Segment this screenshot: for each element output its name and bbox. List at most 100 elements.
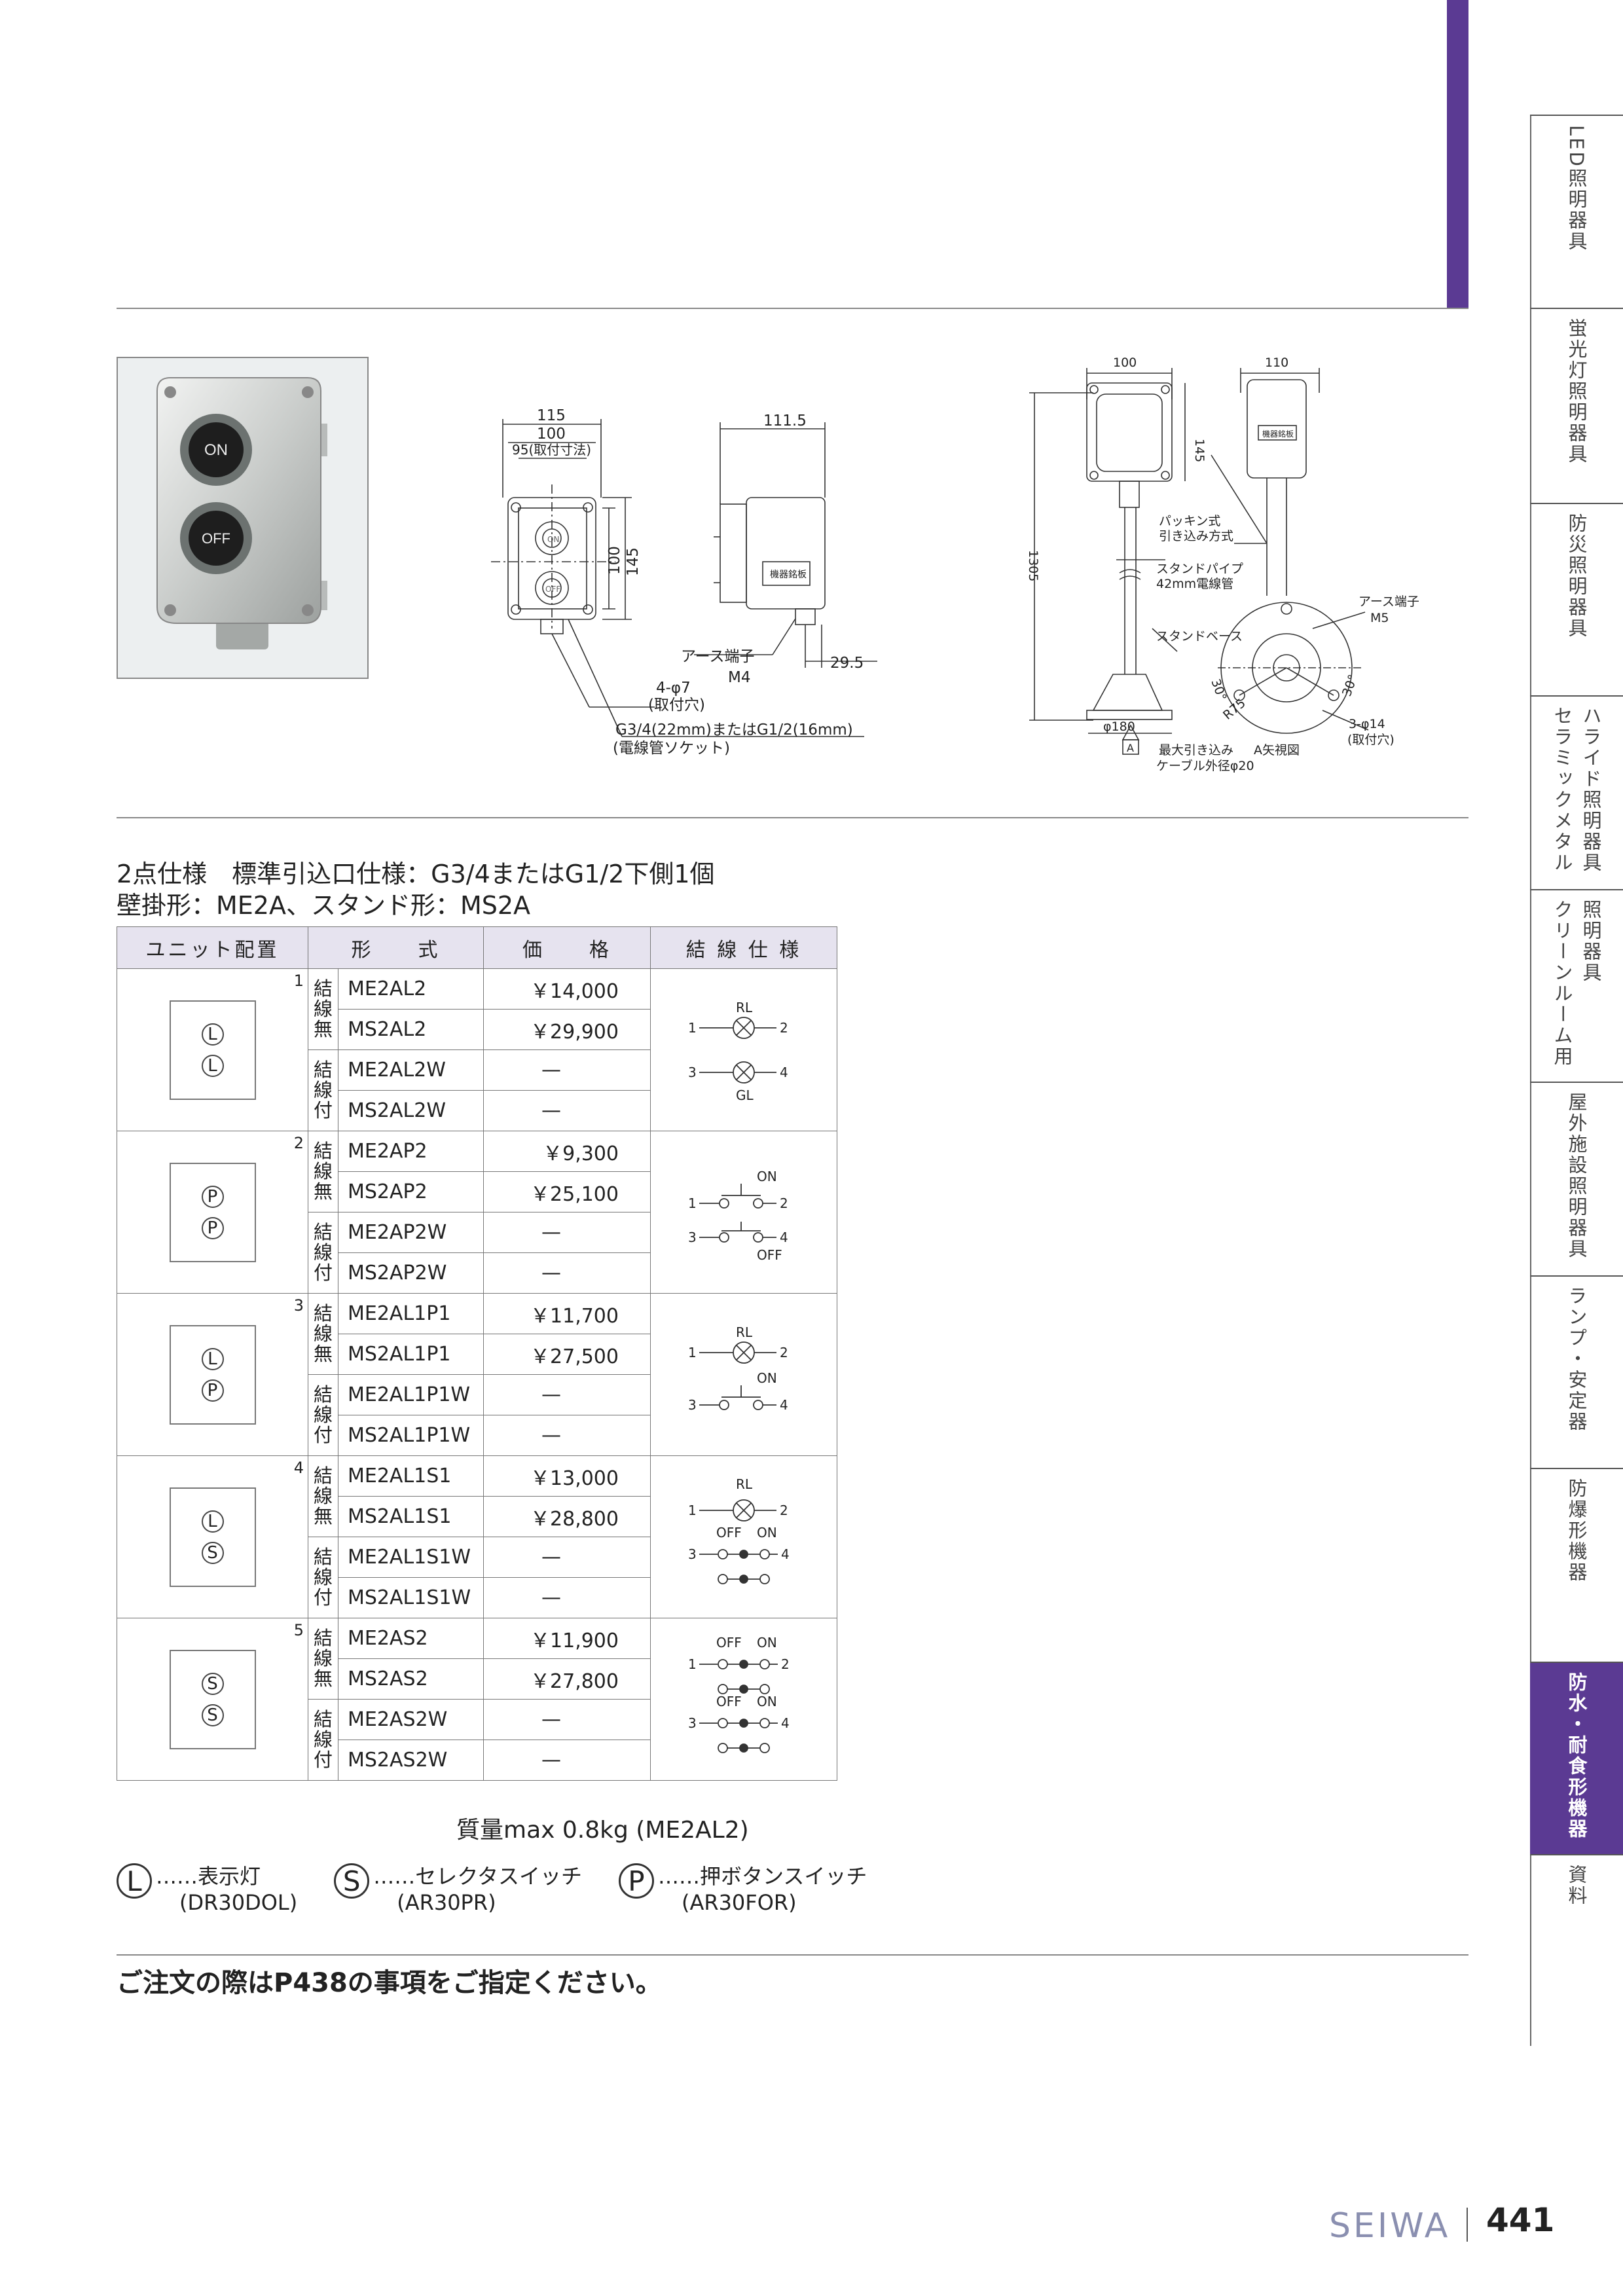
model-cell: MS2AS2W: [338, 1740, 484, 1781]
side-tab-1[interactable]: LED照明器具: [1530, 115, 1623, 308]
price-cell: ￥11,900: [483, 1618, 651, 1659]
contact: [759, 1717, 770, 1728]
wiring-type-cell: 結線無: [308, 1618, 338, 1700]
side-tab-label: 防爆形機器: [1565, 1478, 1588, 1583]
table-row: MS2AP2W—: [117, 1252, 837, 1294]
packing-label-2: 引き込み方式: [1159, 529, 1233, 543]
price-cell: —: [483, 1415, 651, 1456]
side-tab-5[interactable]: クリーンルーム用照明器具: [1530, 889, 1623, 1082]
model-cell: ME2AL1S1W: [338, 1537, 484, 1578]
pushbutton-symbol-icon: P: [618, 1863, 654, 1899]
model-cell: MS2AS2: [338, 1658, 484, 1700]
side-tab-2[interactable]: 蛍光灯照明器具: [1530, 308, 1623, 503]
lamp-cross: [736, 1502, 752, 1518]
stand-dim-1305: 1305: [1026, 550, 1040, 581]
legend-lamp-code: (DR30DOL): [179, 1890, 298, 1915]
terminal-label: 2: [780, 1503, 788, 1518]
terminal-label: 4: [780, 1230, 788, 1245]
terminal-label: 4: [780, 1065, 788, 1080]
model-heading: 壁掛形：ME2A、スタンド形：MS2A: [117, 891, 531, 920]
side-tab-border: [1530, 115, 1531, 2046]
pipe-label: スタンドパイプ: [1156, 562, 1243, 576]
top-rule: [117, 308, 1468, 309]
model-cell: ME2AS2: [338, 1618, 484, 1659]
wiring-type-cell: 結線付: [308, 1699, 338, 1781]
table-row: MS2AL1S1￥28,800: [117, 1496, 837, 1537]
off-label: OFF: [716, 1635, 742, 1650]
on-label: ON: [757, 1635, 777, 1650]
side-tab-label: LED照明器具: [1565, 125, 1588, 252]
side-tab-label: 資料: [1565, 1865, 1588, 1906]
terminal-label: 1: [688, 1020, 697, 1036]
socket: G3/4(22mm)またはG1/2(16mm): [615, 721, 853, 738]
stand-dim-30a: 30°: [1208, 677, 1229, 702]
dimension-drawing-wall: 115 100 95(取付寸法) ON OFF 100 145 111.5 機器…: [491, 407, 877, 757]
stand-dim-r75: R75: [1220, 696, 1249, 723]
stand-nameplate: 機器銘板: [1262, 429, 1294, 439]
legend-pushbutton-code: (AR30FOR): [681, 1890, 797, 1915]
legend-lamp-text: ……表示灯: [156, 1864, 261, 1889]
wiring-type-cell: 結線無: [308, 1131, 338, 1212]
unit-symbol-icon: P: [201, 1216, 224, 1239]
on-label: ON: [757, 1169, 777, 1184]
price-cell: ￥28,800: [483, 1496, 651, 1537]
contact: [718, 1573, 728, 1584]
dim-111-5: 111.5: [763, 412, 807, 429]
off-label: OFF: [716, 1694, 742, 1709]
dimension-drawing-stand: 100 110 145 1305 機器銘板 パッキン式 引き込み方式 スタンドパ…: [1026, 355, 1419, 773]
wiring-type-cell: 結線無: [308, 1455, 338, 1537]
holes-note: (取付穴): [648, 697, 705, 714]
model-cell: ME2AL1P1W: [338, 1374, 484, 1415]
cable-label: 最大引き込み: [1159, 743, 1233, 757]
terminal-label: 1: [688, 1656, 697, 1672]
mass-note: 質量max 0.8kg (ME2AL2): [456, 1817, 749, 1844]
contact: [718, 1742, 728, 1753]
off-label: OFF: [757, 1247, 782, 1263]
earth-size: M4: [728, 669, 750, 686]
contact: [753, 1399, 763, 1410]
dim-100-v: 100: [606, 546, 623, 575]
pipe-label-2: 42mm電線管: [1156, 577, 1233, 591]
side-tab-9[interactable]: 防水・耐食形機器: [1530, 1662, 1623, 1854]
side-tab-label: ハライド照明器具: [1580, 706, 1602, 873]
price-cell: —: [483, 1699, 651, 1740]
terminal-label: 4: [780, 1397, 788, 1413]
model-cell: ME2AL2: [338, 968, 484, 1010]
legend-selector-code: (AR30PR): [397, 1890, 496, 1915]
table-header-row: ユニット配置 形 式 価 格 結 線 仕 様: [117, 926, 837, 969]
contact: [719, 1399, 729, 1410]
model-cell: MS2AL1P1: [338, 1334, 484, 1375]
contact: [759, 1548, 770, 1559]
side-nameplate: 機器銘板: [770, 570, 807, 580]
side-tab-7[interactable]: ランプ・安定器: [1530, 1275, 1623, 1468]
table-row: MS2AS2W—: [117, 1740, 837, 1781]
side-tab-3[interactable]: 防災照明器具: [1530, 503, 1623, 695]
price-cell: —: [483, 1577, 651, 1618]
side-tab-8[interactable]: 防爆形機器: [1530, 1468, 1623, 1662]
side-tab-6[interactable]: 屋外施設照明器具: [1530, 1082, 1623, 1275]
model-cell: MS2AP2W: [338, 1252, 484, 1294]
terminal-label: 1: [688, 1345, 697, 1360]
side-tab-4[interactable]: セラミックメタルハライド照明器具: [1530, 695, 1623, 889]
side-tab-label: 照明器具: [1580, 900, 1602, 983]
price-cell: —: [483, 1049, 651, 1091]
terminal-label: 4: [781, 1546, 790, 1562]
side-tab-10[interactable]: 資料: [1530, 1854, 1623, 2046]
product-photo: ON OFF: [117, 357, 369, 679]
price-cell: ￥29,900: [483, 1009, 651, 1050]
lamp-cross: [736, 1019, 752, 1036]
stand-earth: アース端子: [1359, 594, 1419, 609]
model-cell: MS2AL1S1W: [338, 1577, 484, 1618]
